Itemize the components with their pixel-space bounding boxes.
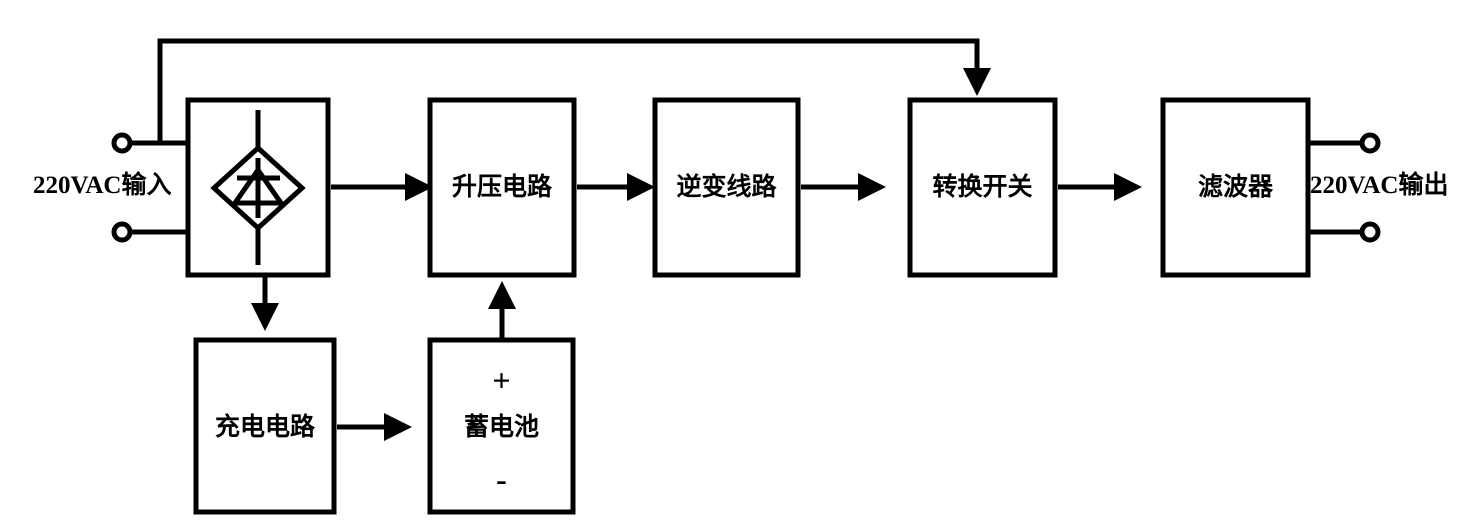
bypass-feedback-wire	[157, 38, 991, 143]
input-terminal-bottom	[111, 221, 133, 243]
input-wiring	[111, 132, 190, 243]
block-boost[interactable]	[427, 97, 577, 278]
block-battery[interactable]	[427, 337, 576, 515]
block-charger[interactable]	[193, 337, 337, 515]
input-label: 220VAC输入	[33, 172, 172, 199]
output-terminal-top	[1359, 132, 1381, 154]
arrow-rectifier-to-charger	[251, 277, 279, 331]
output-wiring	[1306, 132, 1381, 243]
arrow-charger-to-battery	[337, 413, 412, 441]
block-inverter[interactable]	[652, 97, 801, 278]
battery-positive-sign: +	[492, 362, 511, 398]
output-label: 220VAC输出	[1310, 172, 1449, 199]
block-transfer-switch[interactable]	[907, 97, 1058, 278]
arrow-inverter-to-transfer-switch	[801, 173, 886, 201]
block-filter[interactable]	[1160, 97, 1311, 278]
rectifier-bridge-symbol	[210, 110, 306, 265]
input-terminal-top	[111, 132, 133, 154]
output-terminal-bottom	[1359, 221, 1381, 243]
bypass-arrow-head	[963, 68, 991, 96]
arrow-boost-to-inverter	[577, 173, 655, 201]
arrow-transfer-switch-to-filter	[1058, 173, 1142, 201]
arrow-battery-to-boost	[488, 281, 516, 338]
battery-negative-sign: -	[496, 461, 507, 497]
arrow-rectifier-to-boost	[331, 173, 433, 201]
